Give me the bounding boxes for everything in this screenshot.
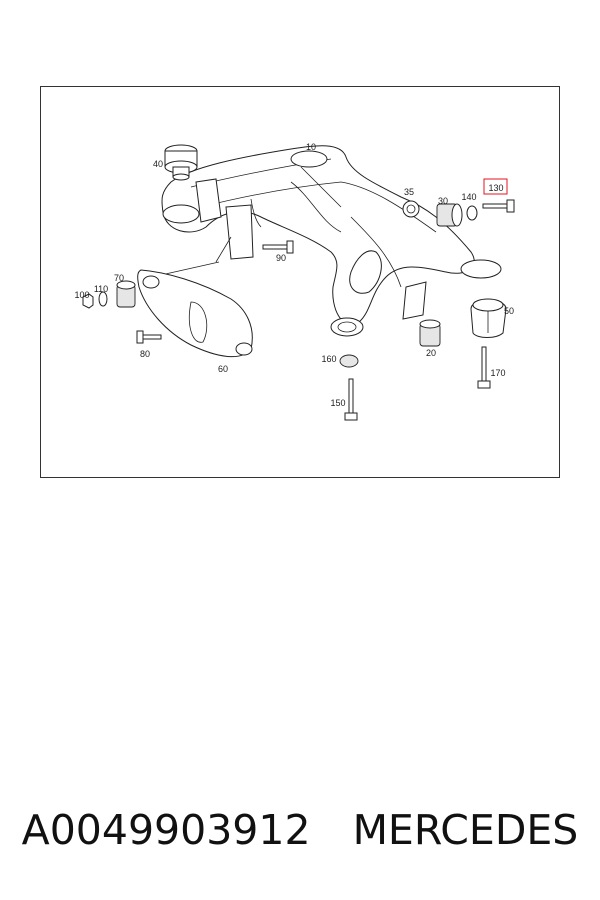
part-90-bolt xyxy=(262,240,294,254)
callout-10: 10 xyxy=(306,142,316,152)
part-caption: A0049903912 MERCEDES xyxy=(0,806,600,854)
part-35-ring xyxy=(402,200,420,218)
callout-100: 100 xyxy=(74,290,89,300)
part-30-bushing xyxy=(436,203,463,227)
diagram-frame: 10 20 30 35 40 50 60 70 80 90 100 110 13… xyxy=(40,86,560,478)
callout-90: 90 xyxy=(276,253,286,263)
part-50-mount xyxy=(470,298,507,338)
part-20-bushing xyxy=(419,319,441,347)
part-80-bolt xyxy=(136,330,162,344)
part-70-bushing xyxy=(116,280,136,308)
callout-50: 50 xyxy=(504,306,514,316)
part-160-washer xyxy=(339,354,359,368)
subframe-diagram: 10 20 30 35 40 50 60 70 80 90 100 110 13… xyxy=(74,142,515,421)
callout-150: 150 xyxy=(330,398,345,408)
part-140-washer xyxy=(466,205,478,221)
part-100-nut xyxy=(82,293,94,309)
callout-70: 70 xyxy=(114,273,124,283)
callout-140: 140 xyxy=(461,192,476,202)
callout-110: 110 xyxy=(94,284,108,294)
part-170-bolt xyxy=(477,346,491,389)
callout-170: 170 xyxy=(490,368,505,378)
brand-name: MERCEDES xyxy=(352,806,579,854)
part-130-bolt xyxy=(482,199,515,213)
callout-35: 35 xyxy=(404,187,414,197)
part-number: A0049903912 xyxy=(21,806,311,854)
rear-subframe xyxy=(161,145,502,337)
callout-30: 30 xyxy=(438,196,448,206)
highlight-box xyxy=(483,178,508,195)
callout-60: 60 xyxy=(218,364,228,374)
part-40-bushing xyxy=(164,144,198,181)
callout-20: 20 xyxy=(426,348,436,358)
part-60-control-arm xyxy=(137,269,253,358)
leader-line xyxy=(160,261,220,276)
callout-130: 130 xyxy=(488,183,503,193)
callout-40: 40 xyxy=(153,159,163,169)
part-150-bolt xyxy=(344,378,358,421)
callout-160: 160 xyxy=(321,354,336,364)
callout-80: 80 xyxy=(140,349,150,359)
part-110-washer xyxy=(98,291,108,307)
